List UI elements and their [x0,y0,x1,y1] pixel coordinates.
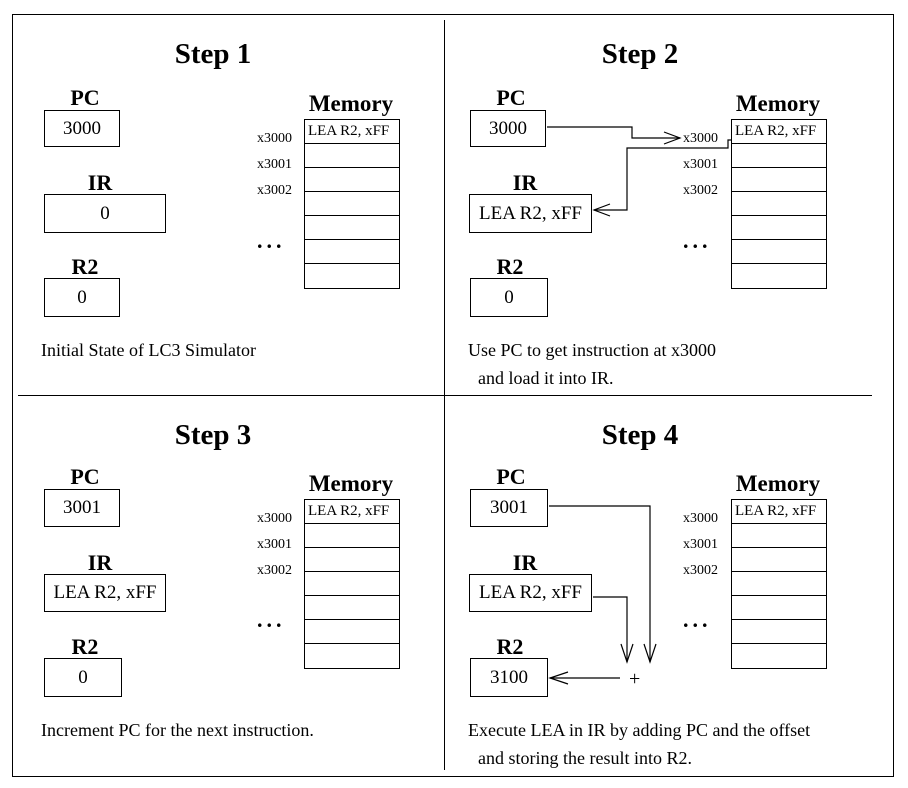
step-2-addr-x3000: x3000 [683,131,718,146]
outer-frame [12,14,894,777]
step-3-addr-x3001: x3001 [257,537,292,552]
memory-cell [732,524,826,548]
step-1-addr-x3002: x3002 [257,183,292,198]
caption-line: and storing the result into R2. [478,748,692,768]
step-3-ellipsis: ... [257,607,286,632]
memory-cell: LEA R2, xFF [732,120,826,144]
caption-line: and load it into IR. [478,368,614,388]
memory-cell: LEA R2, xFF [305,500,399,524]
memory-cell [732,548,826,572]
memory-cell [732,192,826,216]
step-4-ellipsis: ... [683,607,712,632]
step-2-caption: Use PC to get instruction at x3000 and l… [468,336,716,392]
caption-line: Execute LEA in IR by adding PC and the o… [468,720,811,740]
memory-cell [305,644,399,668]
step-1-caption: Initial State of LC3 Simulator [41,336,256,364]
step-2-ir-label: IR [512,170,538,195]
step-4-addr-x3002: x3002 [683,563,718,578]
memory-cell [732,216,826,240]
step-3-r2-label: R2 [71,634,99,659]
step-4-addr-x3001: x3001 [683,537,718,552]
caption-line: Increment PC for the next instruction. [41,720,314,740]
step-1-ir-register: 0 [44,194,166,233]
memory-cell [305,620,399,644]
caption-line: Initial State of LC3 Simulator [41,340,256,360]
memory-cell: LEA R2, xFF [305,120,399,144]
step-3-addr-x3000: x3000 [257,511,292,526]
step-1-addr-x3001: x3001 [257,157,292,172]
step-4-addr-x3000: x3000 [683,511,718,526]
memory-cell: LEA R2, xFF [732,500,826,524]
memory-cell [732,144,826,168]
memory-cell [305,548,399,572]
step-4-pc-register: 3001 [470,489,548,527]
step-1-r2-register: 0 [44,278,120,317]
memory-cell [732,620,826,644]
step-4-r2-register: 3100 [470,658,548,697]
memory-cell [305,216,399,240]
step-3-memory-title: Memory [308,471,394,496]
step-4-memory-title: Memory [735,471,821,496]
step-2-pc-register: 3000 [470,110,546,147]
memory-cell [305,168,399,192]
step-1-ellipsis: ... [257,228,286,253]
step-1-r2-label: R2 [71,254,99,279]
step-2-r2-register: 0 [470,278,548,317]
step-3-ir-register: LEA R2, xFF [44,574,166,612]
memory-cell [305,572,399,596]
step-2-pc-label: PC [496,85,526,110]
memory-cell [305,524,399,548]
memory-cell [305,596,399,620]
memory-cell [732,572,826,596]
memory-cell [732,644,826,668]
step-2-memory-table: LEA R2, xFF [731,119,827,289]
step-3-pc-register: 3001 [44,489,120,527]
step-4-pc-label: PC [496,464,526,489]
step-3-ir-label: IR [87,550,113,575]
step-2-addr-x3002: x3002 [683,183,718,198]
memory-cell [305,240,399,264]
memory-cell [305,144,399,168]
step-3-memory-table: LEA R2, xFF [304,499,400,669]
step-1-addr-x3000: x3000 [257,131,292,146]
step-3-r2-register: 0 [44,658,122,697]
step-4-ir-label: IR [512,550,538,575]
step-2-ir-register: LEA R2, xFF [469,194,592,233]
step-1-pc-register: 3000 [44,110,120,147]
memory-cell [305,192,399,216]
step-1-memory-title: Memory [308,91,394,116]
adder-plus-sign: + [629,668,641,690]
caption-line: Use PC to get instruction at x3000 [468,340,716,360]
step-4-r2-label: R2 [496,634,524,659]
step-1-ir-label: IR [87,170,113,195]
step-4-title: Step 4 [601,419,679,451]
step-1-pc-label: PC [70,85,100,110]
memory-cell [732,168,826,192]
step-2-addr-x3001: x3001 [683,157,718,172]
step-4-ir-register: LEA R2, xFF [469,574,592,612]
step-4-memory-table: LEA R2, xFF [731,499,827,669]
step-1-title: Step 1 [174,38,252,70]
step-3-caption: Increment PC for the next instruction. [41,716,314,744]
step-3-title: Step 3 [174,419,252,451]
step-1-memory-table: LEA R2, xFF [304,119,400,289]
step-2-memory-title: Memory [735,91,821,116]
step-3-addr-x3002: x3002 [257,563,292,578]
memory-cell [732,264,826,288]
step-3-pc-label: PC [70,464,100,489]
memory-cell [732,596,826,620]
memory-cell [732,240,826,264]
step-2-ellipsis: ... [683,228,712,253]
step-4-caption: Execute LEA in IR by adding PC and the o… [468,716,810,772]
step-2-r2-label: R2 [496,254,524,279]
horizontal-divider [18,395,872,396]
step-2-title: Step 2 [601,38,679,70]
memory-cell [305,264,399,288]
